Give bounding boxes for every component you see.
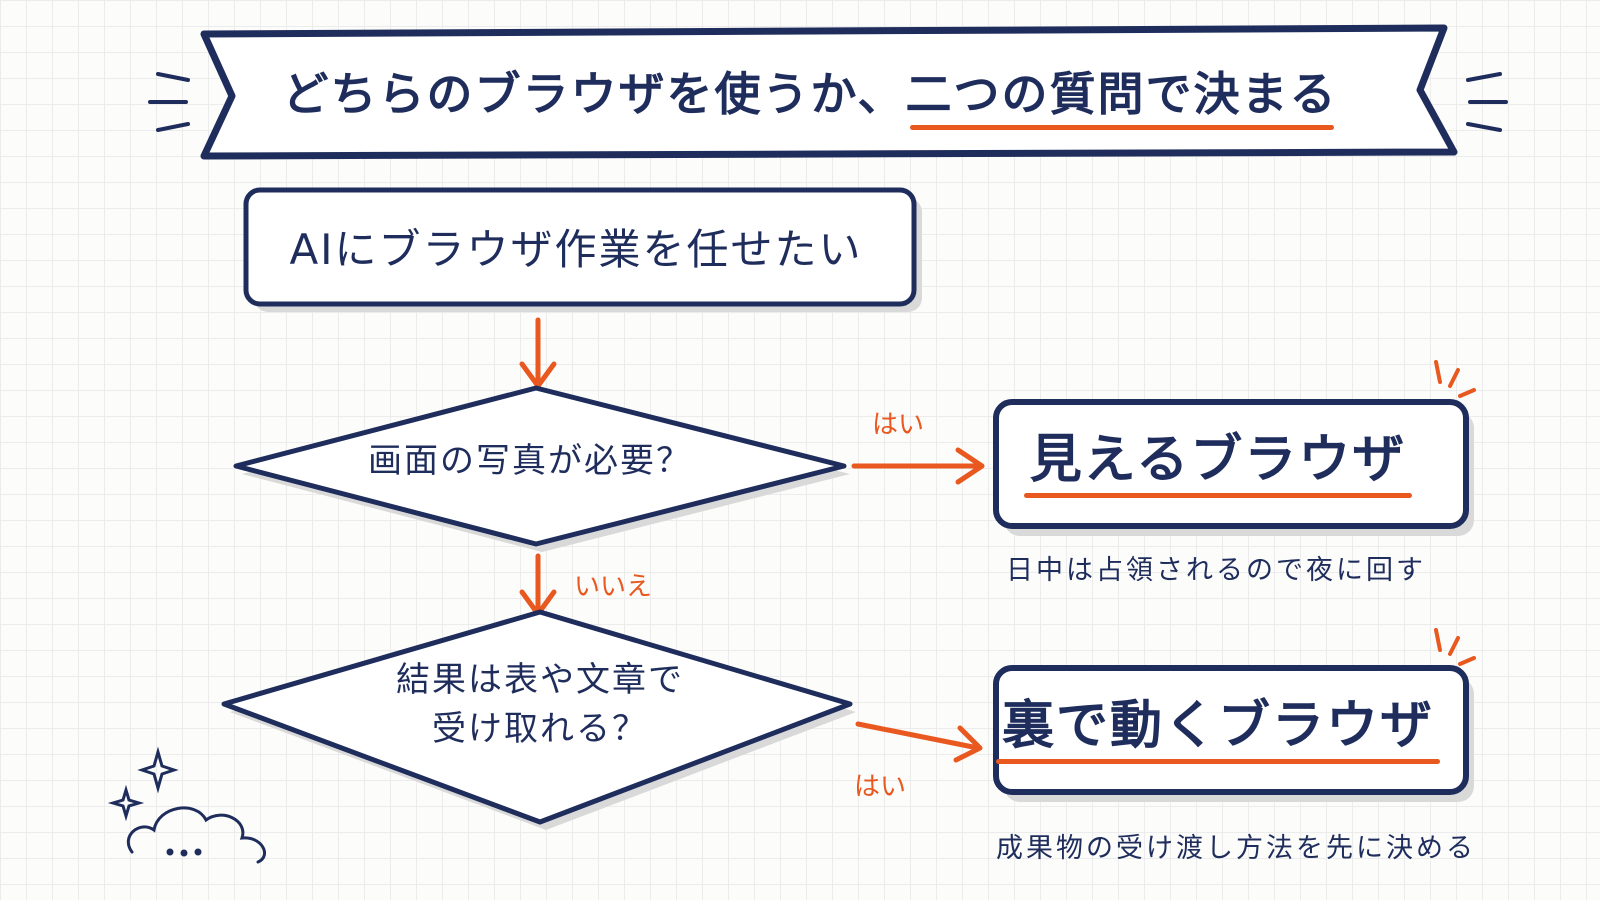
result1-note: 日中は占領されるので夜に回す xyxy=(1006,555,1426,586)
decision-diamond-q1 xyxy=(233,385,850,552)
start-box xyxy=(243,187,922,312)
start-node-label: AIにブラウザ作業を任せたい xyxy=(289,224,863,274)
emphasis-marks-left xyxy=(148,72,190,132)
result1-label: 見えるブラウザ xyxy=(988,400,1448,508)
result2-title: 裏で動くブラウザ xyxy=(995,683,1441,764)
question2-line2: 受け取れる？ xyxy=(432,709,648,749)
branch-label-q2-yes: はい xyxy=(854,772,907,802)
decision-diamond-q2 xyxy=(221,609,856,830)
title-main: どちらのブラウザを使うか、 xyxy=(282,67,906,121)
highlight-sparks-1 xyxy=(1434,360,1476,398)
question2-label: 結果は表や文章で 受け取れる？ xyxy=(300,650,780,760)
title-banner xyxy=(148,24,1508,160)
emphasis-marks-right xyxy=(1466,72,1508,132)
result1-title: 見えるブラウザ xyxy=(1023,417,1413,498)
arrow-q2-yes xyxy=(855,721,983,763)
question2-line1: 結果は表や文章で xyxy=(396,659,684,700)
result2-note: 成果物の受け渡し方法を先に決める xyxy=(996,833,1476,864)
highlight-sparks-2 xyxy=(1434,628,1476,666)
question1-label: 画面の写真が必要？ xyxy=(368,440,692,481)
title-accent: 二つの質問で決まる xyxy=(906,58,1338,130)
branch-label-q1-no: いいえ xyxy=(574,572,653,602)
page-title: どちらのブラウザを使うか、 二つの質問で決まる xyxy=(240,56,1380,130)
sparkle-icon-small xyxy=(107,784,145,822)
sparkle-cloud-doodle xyxy=(107,746,266,864)
result2-label: 裏で動くブラウザ xyxy=(988,666,1448,774)
cloud-icon xyxy=(126,806,266,864)
branch-label-q1-yes: はい xyxy=(872,410,925,440)
sparkle-icon-large xyxy=(137,746,179,794)
arrow-q1-yes xyxy=(851,447,985,485)
arrow-q1-no xyxy=(519,553,557,617)
arrow-start-to-q1 xyxy=(519,317,557,389)
